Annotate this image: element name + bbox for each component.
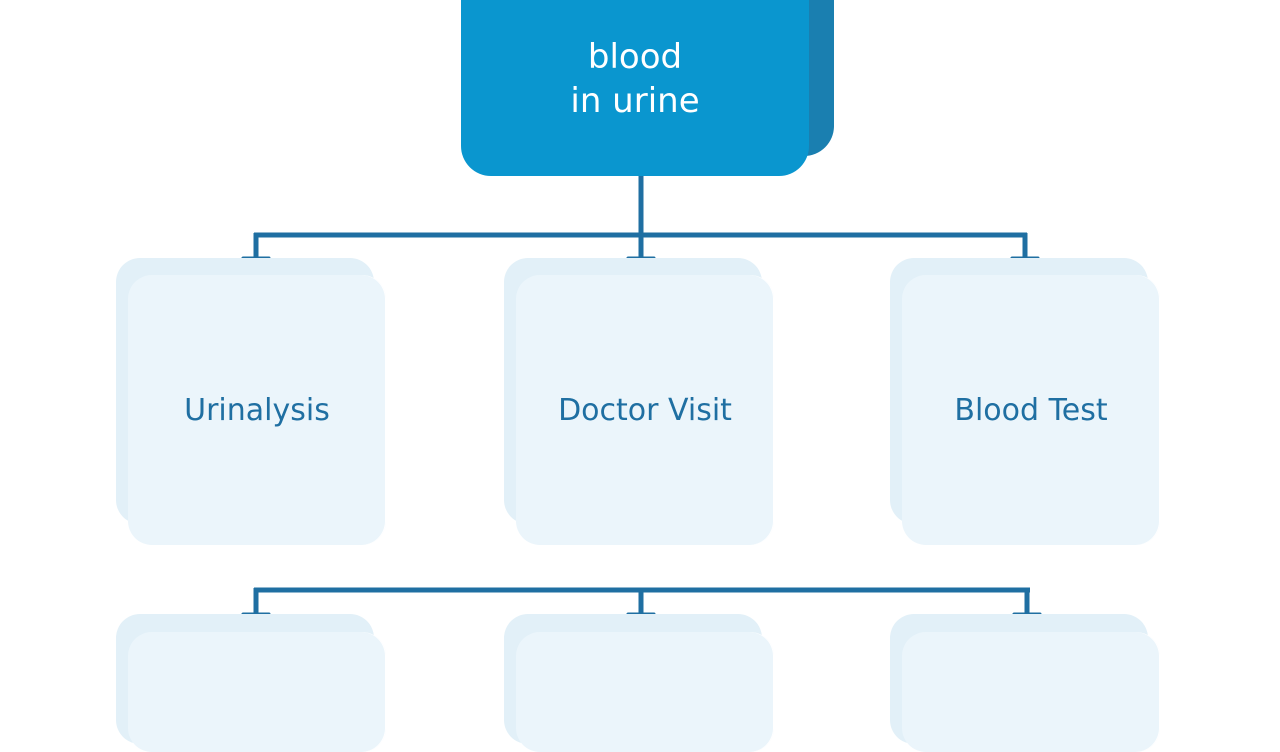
root-node-text: blood in urine [461, 0, 809, 176]
doctor-visit-node: Doctor Visit [516, 275, 774, 545]
root-node: blood in urine [461, 0, 809, 176]
row2-node-3 [902, 632, 1160, 752]
urinalysis-node: Urinalysis [128, 275, 386, 545]
doctor-visit-label: Doctor Visit [558, 392, 732, 428]
row2-node-1 [128, 632, 386, 752]
flowchart-canvas: blood in urine Urinalysis Doctor Visit B… [116, 0, 1160, 752]
blood-test-label: Blood Test [954, 392, 1108, 428]
root-line-2: in urine [570, 81, 700, 121]
blood-test-node: Blood Test [902, 275, 1160, 545]
urinalysis-label: Urinalysis [184, 392, 330, 428]
root-line-1: blood [587, 37, 683, 77]
row2-node-2 [516, 632, 774, 752]
